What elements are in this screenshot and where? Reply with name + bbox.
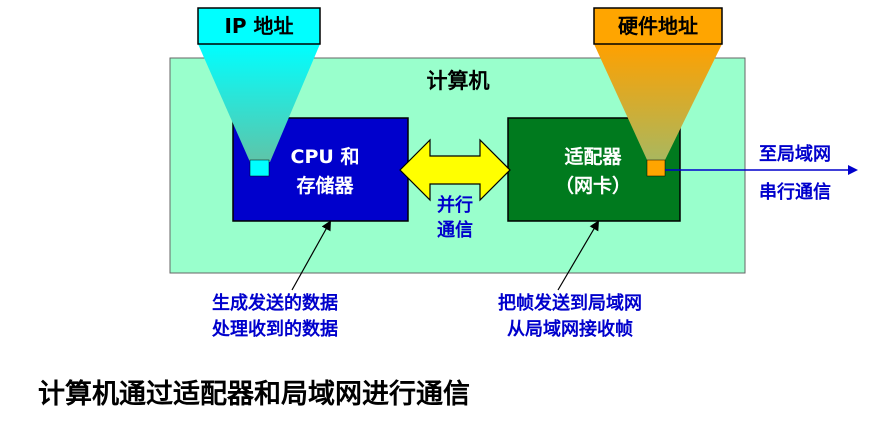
adapter-note-line1: 把帧发送到局域网 [498,292,642,314]
parallel-label-line1: 并行 [437,194,473,216]
adapter-label-line1: 适配器 [564,146,622,168]
cpu-note-arrow [291,220,331,291]
hardware-address-beam [594,44,722,162]
ip-port-icon [249,159,270,177]
diagram-caption: 计算机通过适配器和局域网进行通信 [38,379,470,410]
ip-address-label: IP 地址 [224,14,293,38]
serial-comm-label: 串行通信 [759,181,831,203]
cpu-label-line2: 存储器 [296,174,354,197]
adapter-label-line2: （网卡） [555,174,631,197]
cpu-label-line1: CPU 和 [291,145,360,168]
adapter-note-line2: 从局域网接收帧 [507,318,633,340]
computer-label: 计算机 [427,69,490,93]
parallel-label-line2: 通信 [437,219,473,241]
cpu-note-line1: 生成发送的数据 [212,292,338,314]
hardware-address-tag [593,7,723,45]
ip-address-beam [198,44,320,162]
ip-address-tag [197,7,321,45]
cpu-note-line2: 处理收到的数据 [211,318,338,340]
hardware-address-label: 硬件地址 [618,14,698,38]
hardware-port-icon [646,159,666,177]
parallel-bus-arrow-icon [399,138,511,202]
adapter-note-arrow [557,220,600,291]
to-lan-label: 至局域网 [759,143,831,165]
